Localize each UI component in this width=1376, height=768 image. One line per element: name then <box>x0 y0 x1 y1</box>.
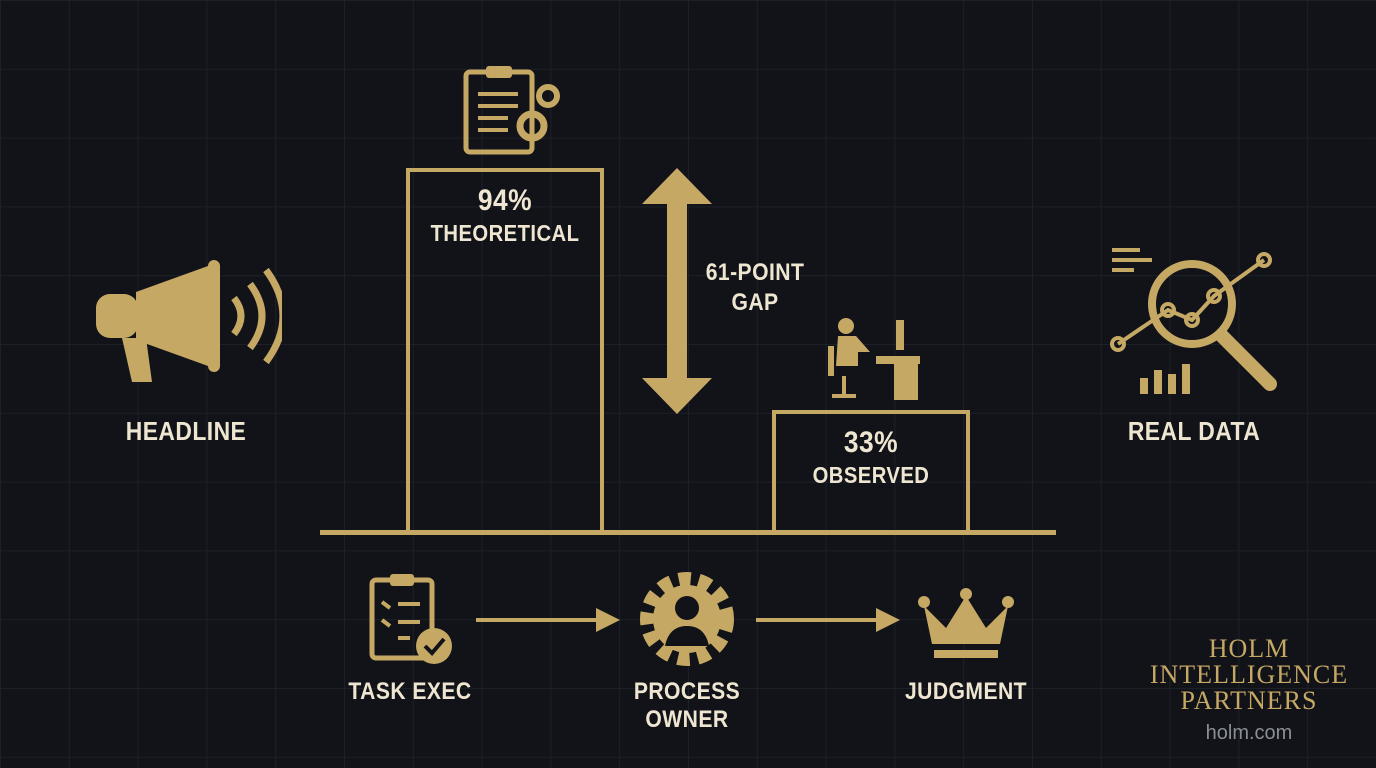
headline-label: HEADLINE <box>125 416 247 446</box>
brand-logo: HOLM INTELLIGENCE PARTNERS <box>1134 636 1364 714</box>
person-desk-icon <box>828 318 920 400</box>
baseline <box>320 530 1056 535</box>
bar-theoretical-label: THEORETICAL <box>430 220 580 246</box>
double-arrow-icon <box>642 168 712 414</box>
flow-label-process-owner: PROCESS OWNER <box>633 678 741 733</box>
arrow-right-icon-2 <box>756 608 900 632</box>
crown-icon <box>918 588 1014 658</box>
gear-person-icon <box>640 572 734 666</box>
gap-line1: 61-POINT <box>705 259 805 286</box>
bar-observed-value: 33% <box>843 426 899 459</box>
real-data-label: REAL DATA <box>1127 416 1261 446</box>
gap-label: 61-POINT GAP <box>698 258 812 318</box>
arrow-right-icon <box>476 608 620 632</box>
bar-theoretical-value: 94% <box>477 184 533 217</box>
brand-line1: HOLM <box>1208 634 1290 663</box>
megaphone-icon <box>96 260 282 382</box>
brand-line3: PARTNERS <box>1180 686 1318 715</box>
brand-line2: INTELLIGENCE <box>1149 660 1349 689</box>
magnifier-chart-icon <box>1110 248 1277 394</box>
checklist-icon <box>369 574 452 664</box>
brand-url[interactable]: holm.com <box>1205 722 1293 744</box>
flow-label-judgment: JUDGMENT <box>904 678 1028 705</box>
bar-observed-label: OBSERVED <box>812 462 930 488</box>
clipboard-gears-icon <box>463 66 560 155</box>
gap-line2: GAP <box>731 289 779 316</box>
flow-label-task-exec: TASK EXEC <box>348 678 472 705</box>
